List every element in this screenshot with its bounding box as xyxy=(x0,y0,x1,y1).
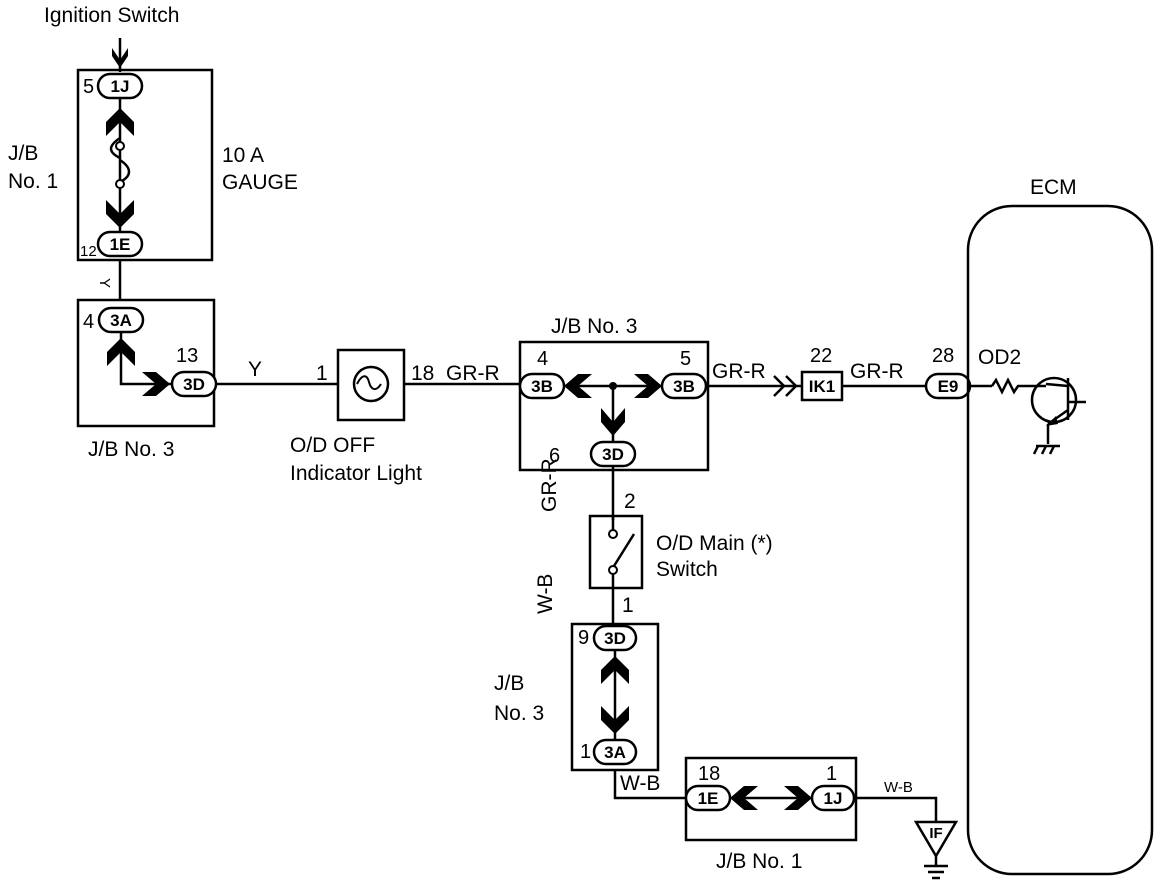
chevron-down-3a-bottom xyxy=(601,706,629,734)
bulb-icon xyxy=(352,365,390,403)
pin-1-1j: 1 xyxy=(826,763,837,785)
wire-color-wb-vertical: W-B xyxy=(534,574,557,614)
ground-point-if xyxy=(913,820,959,859)
connector-3d-bottom-label: 3D xyxy=(604,629,626,648)
indicator-label-line2: Indicator Light xyxy=(290,462,422,485)
chevron-right-3d-left xyxy=(142,372,170,396)
fuse-rating-label: 10 A xyxy=(222,144,264,167)
junction-arrow-2 xyxy=(785,375,798,397)
pin-1-switch: 1 xyxy=(622,594,634,617)
connector-3a-bottom-label: 3A xyxy=(604,743,626,762)
connector-e9-label: E9 xyxy=(938,377,959,396)
pin-4-3b: 4 xyxy=(537,348,548,370)
jb1-top-box xyxy=(76,68,214,262)
pin-12-1e: 12 xyxy=(80,243,97,260)
jb1-top-label-line1: J/B xyxy=(8,142,38,165)
chevron-right-1j xyxy=(784,786,812,810)
pin-6-3d: 6 xyxy=(549,445,560,467)
pin-5-1j: 5 xyxy=(83,76,94,98)
switch-blade xyxy=(612,533,636,567)
switch-contact-top xyxy=(608,529,618,539)
pin-5-3b: 5 xyxy=(680,348,691,370)
connector-1j-bottom-label: 1J xyxy=(824,789,843,808)
jb3-left-box xyxy=(76,298,216,428)
chevron-up-3a-left xyxy=(107,338,135,366)
ignition-switch-label: Ignition Switch xyxy=(44,4,179,27)
connector-3a-bottom xyxy=(592,738,638,766)
chevron-down-1e xyxy=(106,200,134,228)
jb3-left-label: J/B No. 3 xyxy=(88,438,174,461)
fuse-terminal-bottom xyxy=(115,179,125,189)
switch-label-line1: O/D Main (*) xyxy=(656,532,773,555)
jb3-center-label: J/B No. 3 xyxy=(551,315,637,338)
connector-3d-center-label: 3D xyxy=(602,445,624,464)
pin-4-3a: 4 xyxy=(83,311,94,333)
ignition-arrow xyxy=(112,48,128,68)
wire-color-grr-1: GR-R xyxy=(446,362,500,385)
pin-22-ik1: 22 xyxy=(810,345,832,367)
wire-color-wb-ground: W-B xyxy=(884,779,913,796)
pin-1-indicator: 1 xyxy=(316,362,328,385)
connector-1e-bottom-label: 1E xyxy=(698,789,719,808)
pin-13-3d: 13 xyxy=(176,345,198,367)
connector-ik1-label: IK1 xyxy=(809,377,835,396)
connector-3b-left-label: 3B xyxy=(531,377,553,396)
pin-28-e9: 28 xyxy=(932,345,954,367)
resistor-icon xyxy=(990,377,1036,395)
emitter-arrow xyxy=(1046,416,1058,426)
ground-hatch-3 xyxy=(1048,445,1056,455)
ecm-label: ECM xyxy=(1030,176,1077,199)
jb3-bottom-label-line2: No. 3 xyxy=(494,702,544,725)
connector-1j-bottom xyxy=(810,784,856,812)
pin-9-3d: 9 xyxy=(578,627,589,649)
wire-color-wb-bottom: W-B xyxy=(620,772,660,795)
bulb-filament xyxy=(356,375,382,390)
ground-hatch-1 xyxy=(1032,445,1040,455)
pin-18-1e: 18 xyxy=(698,763,720,785)
connector-1j-top-label: 1J xyxy=(111,77,130,96)
pin-1-3a: 1 xyxy=(580,741,591,763)
connector-ik1 xyxy=(800,370,844,402)
connector-3b-right-label: 3B xyxy=(673,377,695,396)
od2-label: OD2 xyxy=(978,346,1021,369)
wire-color-y-vertical: Y xyxy=(96,278,113,288)
chevron-up-1j xyxy=(106,108,134,136)
ecm-box xyxy=(966,204,1154,876)
fuse-name-label: GAUGE xyxy=(222,171,298,194)
jb1-bottom-label: J/B No. 1 xyxy=(716,850,802,873)
chevron-down-3d-center xyxy=(601,408,625,436)
connector-1e-top xyxy=(96,230,144,258)
od-main-switch-box xyxy=(588,514,644,590)
junction-arrow-1 xyxy=(773,375,786,397)
wb-wire-ground xyxy=(856,796,938,822)
fuse-link xyxy=(109,136,121,160)
pin-2-switch: 2 xyxy=(624,490,636,513)
wire-color-grr-2: GR-R xyxy=(712,360,766,383)
chevron-left-1e xyxy=(730,786,758,810)
pin-18-indicator: 18 xyxy=(411,362,434,385)
ground-hatch-2 xyxy=(1040,445,1048,455)
wire-color-grr-3: GR-R xyxy=(850,360,904,383)
connector-3a-left-label: 3A xyxy=(110,311,132,330)
ground-point-if-label: IF xyxy=(929,825,942,842)
jb3-bottom-label-line1: J/B xyxy=(494,672,524,695)
indicator-label-line1: O/D OFF xyxy=(290,434,375,457)
connector-3d-left-label: 3D xyxy=(183,375,205,394)
chevron-left-3b xyxy=(564,374,592,398)
chevron-up-3d-bottom xyxy=(601,656,629,684)
jb1-top-label-line2: No. 1 xyxy=(8,170,58,193)
wb-wire-bottom xyxy=(613,770,686,800)
wire-color-y-horizontal: Y xyxy=(248,358,262,381)
connector-1e-top-label: 1E xyxy=(110,235,131,254)
fuse-element xyxy=(119,158,131,184)
switch-label-line2: Switch xyxy=(656,558,718,581)
chevron-right-3b xyxy=(634,374,662,398)
transistor-base xyxy=(1045,382,1069,388)
fuse-terminal-top xyxy=(115,141,125,151)
wire-color-grr-vertical: GR-R xyxy=(538,458,561,512)
switch-contact-bottom xyxy=(608,565,618,575)
